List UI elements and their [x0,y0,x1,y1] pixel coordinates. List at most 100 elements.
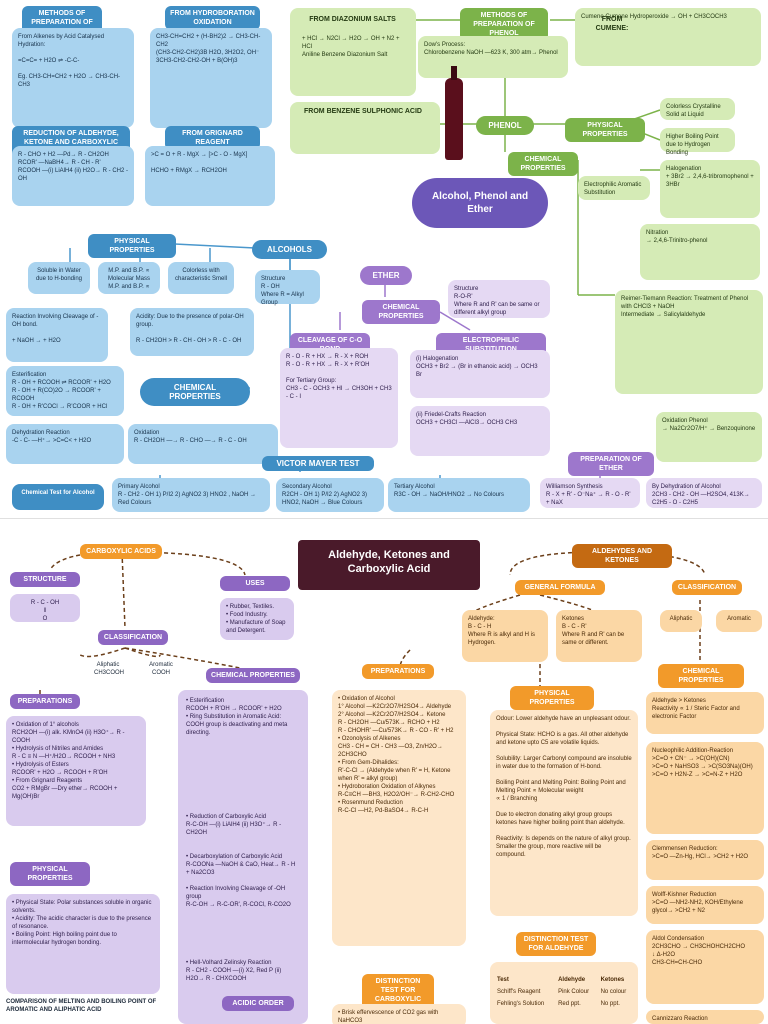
chem-decarboxylation: • Decarboxylation of Carboxylic Acid R-C… [186,854,296,876]
distinction-table-wrapper: Test Aldehyde Ketones Schiff's Reagent P… [490,962,638,1024]
phenol-pill: Phenol [476,116,534,135]
header-chemical-properties: Chemical Properties [206,668,300,683]
ak-physical-body: Odour: Lower aldehyde have an unpleasant… [490,710,638,916]
header-ether-chemical: Chemical Properties [362,300,440,324]
main-title-alcohol-phenol-ether: Alcohol, Phenol and Ether [412,178,548,228]
table-cell: No colour [600,989,627,995]
header-classification: Classification [98,630,168,645]
header-carboxylic-acids: Carboxylic Acids [80,544,162,559]
phys-solubility: Soluble in Water due to H-bonding [28,262,90,294]
box-acidity: Acidity: Due to the presence of polar-OH… [130,308,254,356]
chemical-test-label: Chemical Test for Alcohol [12,484,104,510]
ak-wolff-kishner: Wolff-Kishner Reduction >C=O —NH2-NH2, K… [646,886,764,924]
table-header-aldehyde: Aldehyde [558,977,586,983]
vm-secondary: Secondary Alcohol R2CH - OH 1) P/I2 2) A… [276,478,384,512]
aldehyde-formula: Aldehyde: B - C - H Where R is alkyl and… [462,610,548,662]
table-cell: Red ppt. [558,1001,581,1007]
box-friedel-crafts: (ii) Friedel-Crafts Reaction OCH3 + CH3C… [410,406,550,456]
table-row: Schiff's Reagent Pink Colour No colour [494,986,634,998]
table-cell: Fehling's Solution [497,1001,545,1007]
box-reduction: R - CHO + H2 —Pd→ R - CH2OH RCOR' —NaBH4… [12,146,134,206]
table-cell: Schiff's Reagent [497,989,541,995]
header-distinction-aldehyde: Distinction Test for Aldehyde [516,932,596,956]
table-cell: No ppt. [600,1001,620,1007]
box-diazonium-bg [290,8,416,96]
ether-structure: Structure R-O-R' Where R and R' can be s… [448,280,550,318]
chem-reduction: • Reduction of Carboxylic Acid R-C-OH —(… [186,814,282,836]
box-dehydration: Dehydration Reaction -C - C- —H⁺→ >C=C< … [6,424,124,464]
header-physical-properties-acid: Physical Properties [10,862,90,886]
vm-primary: Primary Alcohol R - CH2 - OH 1) P/I2 2) … [112,478,270,512]
class-aromatic: Aromatic COOH [149,662,173,676]
phys-mp-bp: M.P. and B.P. ∝ Molecular Mass M.P. and … [98,262,160,294]
class-aliphatic: Aliphatic CH3COOH [94,662,125,676]
distinction-table: Test Aldehyde Ketones Schiff's Reagent P… [494,974,634,1010]
chem-hvz: • Hell-Volhard Zelinsky Reaction R - CH2… [186,960,282,982]
chemical-properties-pill: Chemical Properties [140,378,250,406]
header-structure: Structure [10,572,80,587]
header-phenol-physical: Physical Properties [565,118,645,142]
alcohols-pill: Alcohols [252,240,327,259]
header-hydroboration: From Hydroboration Oxidation [165,6,260,30]
box-cleavage-oh: Reaction Involving Cleavage of -OH bond.… [6,308,108,362]
box-halogenation: Halogenation + 3Br2 → 2,4,6-tribromophen… [660,160,760,218]
box-grignard: >C = O + R - MgX → [>C - O - MgX] HCHO +… [145,146,275,206]
header-physical-properties: Physical Properties [88,234,176,258]
box-sulphonic [290,102,440,154]
phys-colorless: Colorless with characteristic Smell [168,262,234,294]
box-halogenation-ether: (i) Halogenation OCH3 + Br2 → (Br in eth… [410,350,550,398]
chem-esterification: • Esterification RCOOH + R'OH → RCOOR' +… [186,698,288,736]
box-dehydration-ether: By Dehydration of Alcohol 2CH3 - CH2 - O… [646,478,762,508]
section-divider [0,518,768,519]
table-cell: Pink Colour [558,989,590,995]
table-header-ketones: Ketones [600,977,625,983]
ak-clemmensen: Clemmensen Reduction: >C=O —Zn-Hg, HCl→ … [646,840,764,880]
distinction-carboxylic-body: • Brisk effervescence of CO2 gas with Na… [332,1004,466,1024]
header-preparations: Preparations [10,694,80,709]
header-aldehydes-ketones: Aldehydes and Ketones [572,544,672,568]
box-electrophilic: Electrophilic Aromatic Substitution [578,176,650,200]
ak-cannizzaro: Cannizzaro Reaction [646,1010,764,1024]
table-row: Fehling's Solution Red ppt. No ppt. [494,998,634,1010]
header-general-formula: General Formula [515,580,605,595]
box-oxidation: Oxidation R - CH2OH —→ R - CHO —→ R - C … [128,424,278,464]
chem-props-panel [178,690,308,1024]
vm-tertiary: Tertiary Alcohol R3C - OH → NaOH/HNO2 → … [388,478,530,512]
box-alkenes: From Alkenes by Acid Catalysed Hydration… [12,28,134,128]
header-preparations-ak: Preparations [362,664,434,679]
header-uses: Uses [220,576,290,591]
box-cleavage-co: R - O - R + HX → R - X + ROH R - O - R +… [280,348,398,448]
uses-body: • Rubber, Textiles. • Food Industry. • M… [220,598,294,640]
header-methods-phenol: Methods of Preparation of Phenol [460,8,548,41]
box-hydroboration: CH3-CH=CH2 + (H-BH2)2 → CH3-CH-CH2 (CH3-… [150,28,272,128]
comparison-note: COMPARISON OF MELTING AND BOILING POINT … [6,999,157,1013]
wine-bottle-icon [445,78,463,160]
ak-class-aliphatic: Aliphatic [660,610,702,632]
box-williamson: Williamson Synthesis R - X + R' - O⁻Na⁺ … [540,478,640,508]
ak-reactivity: Aldehyde > Ketones Reactivity ∝ 1 / Ster… [646,692,764,734]
bottom-title: Aldehyde, Ketones and Carboxylic Acid [298,540,480,590]
box-reimer-tiemann: Reimer-Tiemann Reaction: Treatment of Ph… [615,290,763,394]
header-sulphonic: From Benzene Sulphonic Acid [304,108,422,115]
chem-cleavage-oh: • Reaction Involving Cleavage of -OH gro… [186,886,291,908]
ak-aldol: Aldol Condensation 2CH3CHO → CH3CHOHCH2C… [646,930,764,1004]
bottle-neck [451,66,457,80]
alcohol-structure: Structure R - OH Where R = Alkyl Group [255,270,320,306]
phenol-phys-boiling: Higher Boiling Point due to Hydrogen Bon… [660,128,735,156]
structure-body: R - C - OH ‖ O [10,594,80,622]
ketone-formula: Ketones B - C - R' Where R and R' can be… [556,610,642,662]
header-acidic-order: Acidic Order [222,996,294,1011]
phenol-phys-crystalline: Colorless Crystalline Solid at Liquid [660,98,735,120]
preparations-body: • Oxidation of 1° alcohols RCH2OH —(i) a… [6,716,146,826]
header-cumene: From Cumene: [595,16,629,32]
ak-nucleophilic: Nucleophilic Addition-Reaction >C=O + CN… [646,742,764,834]
box-nitration: Nitration → 2,4,6-Trinitro-phenol [640,224,760,280]
box-esterification: Esterification R - OH + RCOOH ⇌ RCOOR' +… [6,366,124,416]
header-ak-chemical: Chemical Properties [658,664,744,688]
box-oxidation-phenol: Oxidation Phenol → Na2Cr2O7/H⁺ → Benzoqu… [656,412,762,462]
box-dows-process: Dow's Process: Chlorobenzene NaOH —623 K… [418,36,568,78]
header-ak-physical: Physical Properties [510,686,594,710]
header-prep-ether: Preparation of Ether [568,452,654,476]
header-phenol-chemical: Chemical Properties [508,152,578,176]
table-header-test: Test [497,977,509,983]
